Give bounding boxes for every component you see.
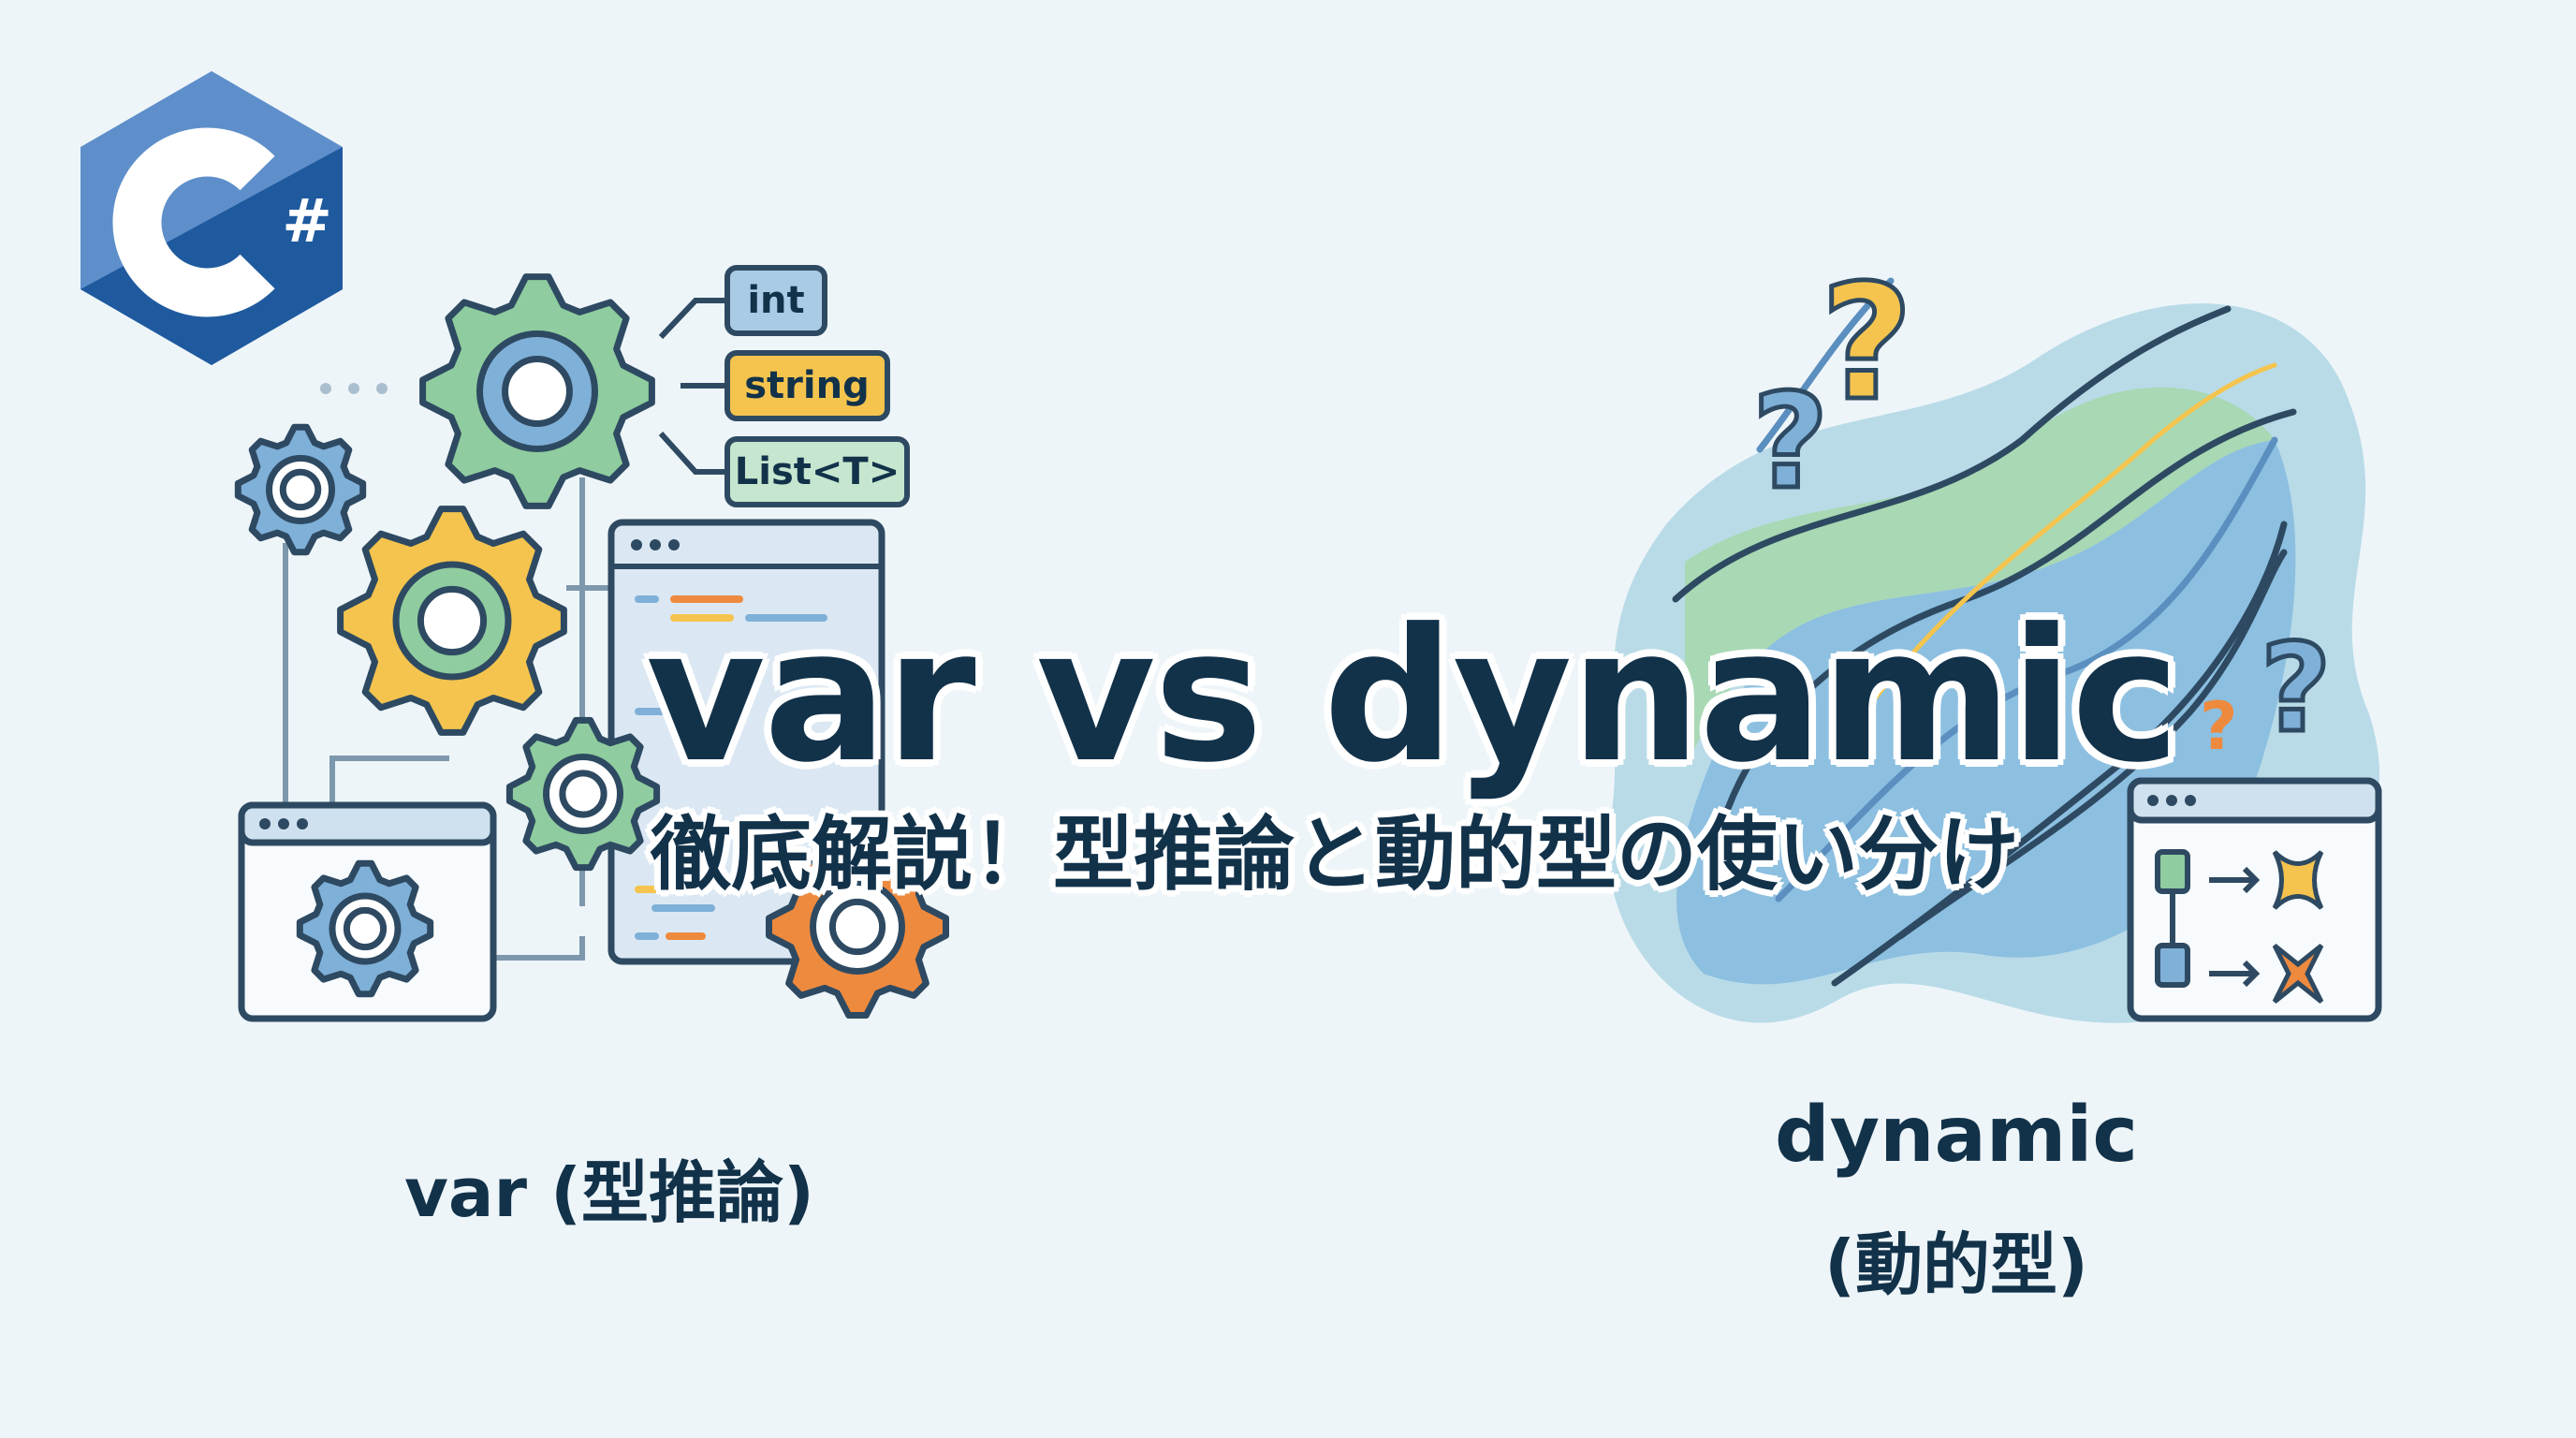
dynamic-label: dynamic bbox=[1774, 1091, 2139, 1180]
ellipsis-dots bbox=[320, 383, 388, 394]
question-mark-icon: ? bbox=[2200, 688, 2238, 765]
tag-int-label: int bbox=[747, 279, 804, 322]
tag-string bbox=[724, 350, 890, 421]
var-label: var (型推論) bbox=[404, 1153, 814, 1232]
gear-hole bbox=[279, 468, 322, 511]
page-title: var vs dynamic bbox=[646, 590, 2180, 803]
arrow-icon bbox=[2209, 866, 2261, 988]
gear-hole bbox=[502, 356, 573, 427]
question-mark-icon: ? bbox=[2261, 617, 2331, 759]
logo-hash: # bbox=[282, 187, 332, 257]
tag-list-label: List<T> bbox=[735, 450, 900, 493]
tag-int bbox=[724, 265, 827, 336]
star-icon bbox=[2272, 944, 2324, 1004]
page-subtitle: 徹底解説！型推論と動的型の使い分け bbox=[651, 808, 2019, 902]
question-mark-icon: ? bbox=[1821, 251, 1913, 436]
gear-hole bbox=[559, 770, 607, 818]
dynamic-window bbox=[2127, 777, 2382, 1022]
tag-list bbox=[724, 436, 910, 507]
logo-hexagon-shade bbox=[80, 147, 343, 365]
gear-hole bbox=[343, 906, 388, 951]
csharp-logo: # bbox=[80, 71, 343, 365]
star-icon bbox=[2272, 850, 2324, 910]
question-mark-icon: ? bbox=[1752, 366, 1828, 519]
gear-hole bbox=[828, 898, 886, 956]
logo-c-letter bbox=[112, 127, 275, 317]
question-marks: ? ? ? ? bbox=[1750, 249, 2334, 766]
type-tags: int string List<T> bbox=[724, 265, 910, 507]
tag-string-label: string bbox=[744, 364, 869, 407]
gear-hole bbox=[417, 585, 488, 656]
dynamic-label-sub: (動的型) bbox=[1824, 1225, 2088, 1304]
